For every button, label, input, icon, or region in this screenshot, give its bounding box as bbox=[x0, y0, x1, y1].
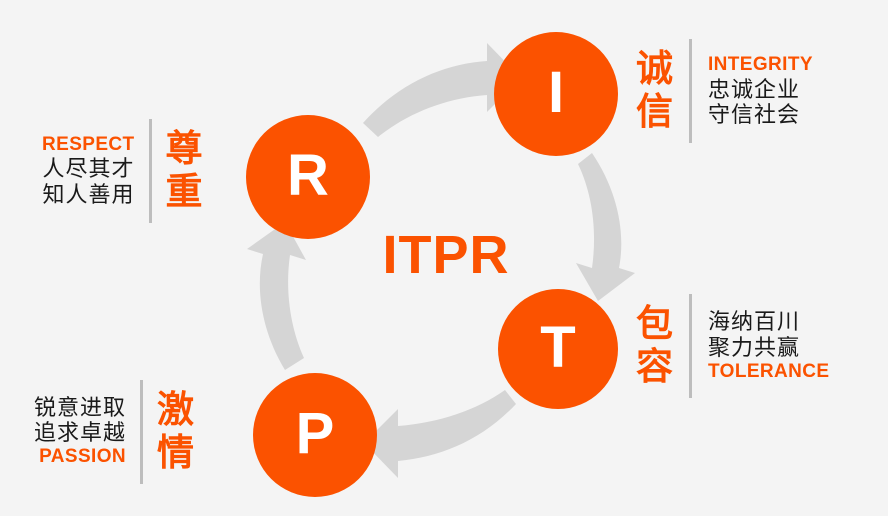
tolerance-english-label: TOLERANCE bbox=[708, 360, 830, 382]
respect-description: RESPECT 人尽其才 知人善用 bbox=[42, 134, 135, 208]
tolerance-description: 海纳百川 聚力共赢 TOLERANCE bbox=[708, 309, 829, 382]
integrity-chinese-title: 诚 信 bbox=[636, 48, 673, 134]
integrity-divider bbox=[689, 39, 692, 143]
integrity-english-label: INTEGRITY bbox=[708, 54, 813, 76]
tolerance-char-1: 包 bbox=[636, 303, 673, 345]
tolerance-line-1: 海纳百川 bbox=[708, 309, 801, 335]
passion-line-2: 追求卓越 bbox=[34, 420, 127, 446]
node-circle-tolerance[interactable]: T bbox=[498, 289, 618, 409]
passion-char-1: 激 bbox=[157, 389, 195, 431]
respect-english-label: RESPECT bbox=[42, 133, 135, 155]
integrity-description: INTEGRITY 忠诚企业 守信社会 bbox=[708, 54, 813, 127]
passion-divider bbox=[140, 380, 144, 484]
respect-line-1: 人尽其才 bbox=[42, 156, 135, 181]
passion-description: 锐意进取 追求卓越 PASSION bbox=[34, 395, 126, 469]
integrity-line-2: 守信社会 bbox=[708, 102, 801, 128]
passion-english-label: PASSION bbox=[39, 446, 127, 467]
respect-line-2: 知人善用 bbox=[42, 181, 135, 207]
node-letter-r: R bbox=[287, 143, 329, 208]
respect-divider bbox=[148, 119, 152, 223]
arrow-tolerance-to-passion-icon bbox=[364, 390, 516, 478]
value-block-respect: RESPECT 人尽其才 知人善用 尊 重 bbox=[42, 119, 203, 223]
tolerance-line-2: 聚力共赢 bbox=[708, 334, 801, 360]
node-letter-t: T bbox=[540, 315, 576, 380]
integrity-line-1: 忠诚企业 bbox=[708, 76, 801, 102]
arrow-integrity-to-tolerance-icon bbox=[576, 153, 635, 301]
respect-chinese-title: 尊 重 bbox=[166, 128, 203, 214]
respect-char-2: 重 bbox=[165, 171, 203, 212]
passion-chinese-title: 激 情 bbox=[157, 389, 194, 475]
arrow-passion-to-respect-icon bbox=[247, 222, 306, 370]
integrity-char-2: 信 bbox=[636, 91, 673, 132]
integrity-char-1: 诚 bbox=[636, 48, 673, 90]
value-block-tolerance: 包 容 海纳百川 聚力共赢 TOLERANCE bbox=[636, 294, 829, 398]
node-circle-passion[interactable]: P bbox=[253, 373, 377, 497]
passion-line-1: 锐意进取 bbox=[34, 394, 127, 420]
value-block-integrity: 诚 信 INTEGRITY 忠诚企业 守信社会 bbox=[636, 39, 813, 143]
node-letter-i: I bbox=[547, 60, 565, 125]
passion-char-2: 情 bbox=[157, 432, 195, 473]
value-block-passion: 锐意进取 追求卓越 PASSION 激 情 bbox=[34, 380, 194, 484]
node-circle-integrity[interactable]: I bbox=[494, 32, 618, 156]
tolerance-char-2: 容 bbox=[636, 346, 673, 387]
node-letter-p: P bbox=[295, 401, 335, 466]
node-circle-respect[interactable]: R bbox=[246, 115, 370, 239]
tolerance-divider bbox=[689, 294, 692, 398]
arrow-respect-to-integrity-icon bbox=[363, 43, 521, 137]
tolerance-chinese-title: 包 容 bbox=[636, 303, 673, 389]
center-wordmark: ITPR bbox=[382, 225, 510, 285]
respect-char-1: 尊 bbox=[165, 128, 203, 170]
